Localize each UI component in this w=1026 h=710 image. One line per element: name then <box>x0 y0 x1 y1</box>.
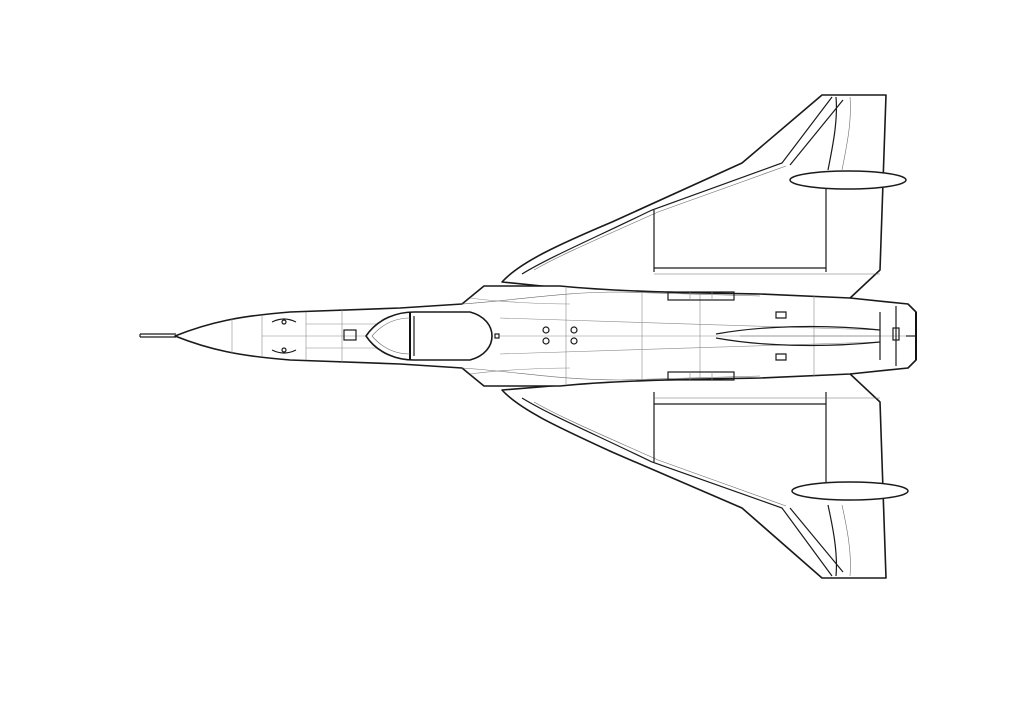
upper-wingtip-pod <box>789 170 907 190</box>
pitot-probe <box>139 333 176 338</box>
canopy <box>365 311 493 361</box>
upper-wing <box>501 94 887 301</box>
lower-wing <box>501 371 887 579</box>
lower-wingtip-pod <box>791 481 909 501</box>
fuselage <box>174 285 917 387</box>
